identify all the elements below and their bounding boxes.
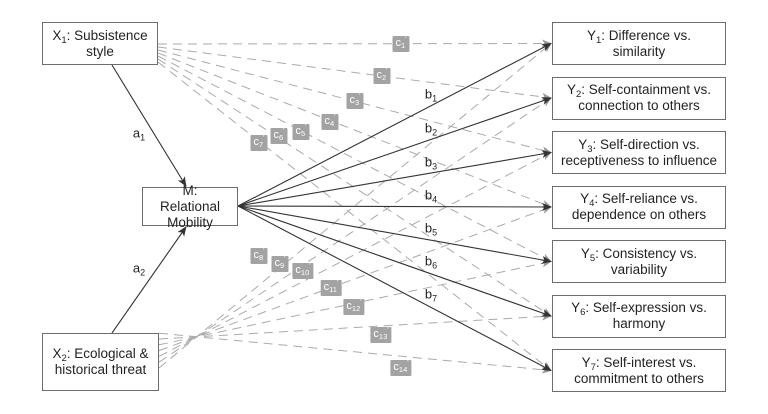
- direct-path-line-c6: [157, 58, 552, 317]
- outcome-box-y7: Y7: Self-interest vs. commitment to othe…: [552, 349, 726, 392]
- var-symbol: X: [52, 346, 62, 361]
- direct-path-line-c1: [157, 39, 552, 48]
- predictor-label: Ecological & historical threat: [54, 346, 149, 377]
- direct-path-coefficient-c4: c4': [321, 114, 339, 130]
- var-symbol: Y: [581, 354, 591, 370]
- outcome-box-y4: Y4: Self-reliance vs. dependence on othe…: [552, 185, 726, 229]
- direct-path-line-c13: [158, 312, 552, 340]
- direct-path-coefficient-c1: c1': [392, 36, 410, 52]
- direct-path-coefficient-c8: c8': [250, 248, 268, 264]
- outcome-label: : Self-containment vs. connection to oth…: [578, 82, 712, 113]
- var-subscript: 4: [589, 198, 595, 209]
- outcome-box-y3: Y3: Self-direction vs. receptiveness to …: [552, 131, 726, 174]
- b-path-line-5: [237, 205, 552, 264]
- direct-path-line-c10: [158, 152, 552, 357]
- var-symbol: Y: [566, 82, 576, 97]
- outcome-label: : Self-direction vs. receptiveness to in…: [560, 136, 718, 168]
- b-path-line-6: [237, 205, 552, 317]
- a-path-line-1: [111, 64, 187, 187]
- direct-path-line-c14: [158, 332, 552, 374]
- direct-path-coefficient-c2: c2': [373, 68, 391, 84]
- outcome-box-y6: Y6: Self-expression vs. harmony: [552, 294, 726, 338]
- b-path-line-4: [237, 202, 552, 211]
- direct-path-line-c4: [157, 52, 552, 208]
- var-symbol: Y: [586, 27, 596, 43]
- predictor-label: Subsistence style: [74, 27, 148, 59]
- direct-path-line-c8: [158, 42, 552, 369]
- outcome-box-y1: Y1: Difference vs. similarity: [552, 22, 726, 65]
- direct-path-coefficient-c13: c13': [370, 327, 392, 343]
- var-subscript: 1: [595, 34, 602, 46]
- b-path-coefficient-2: b2: [424, 120, 438, 138]
- var-symbol: Y: [580, 191, 590, 206]
- b-path-coefficient-3: b3: [424, 154, 438, 172]
- direct-path-line-c7: [157, 61, 552, 372]
- direct-path-line-c2: [157, 46, 552, 101]
- outcome-box-y2: Y2: Self-containment vs. connection to o…: [552, 76, 726, 120]
- var-subscript: 3: [587, 143, 593, 155]
- direct-path-line-c5: [157, 55, 552, 262]
- b-path-line-7: [237, 205, 552, 371]
- direct-path-coefficient-c6: c6': [270, 128, 288, 144]
- mediator-label: M: Relational Mobility: [159, 182, 221, 230]
- direct-path-coefficient-c14: c14': [390, 360, 412, 376]
- direct-path-coefficient-c3: c3': [346, 93, 364, 109]
- b-path-line-2: [237, 97, 552, 207]
- direct-path-coefficient-c12: c12': [343, 299, 365, 315]
- b-path-coefficient-1: b1: [424, 86, 438, 104]
- outcome-label: : Self-reliance vs. dependence on others: [571, 191, 707, 222]
- a-path-line-2: [111, 226, 187, 334]
- b-path-coefficient-4: b4: [424, 187, 438, 205]
- b-path-coefficient-7: b7: [424, 286, 438, 304]
- direct-path-coefficient-c5: c5': [292, 124, 310, 140]
- var-symbol: Y: [578, 136, 588, 152]
- outcome-label: : Self-interest vs. commitment to others: [574, 354, 704, 386]
- outcome-label: : Difference vs. similarity: [601, 27, 692, 59]
- direct-path-line-c11: [158, 206, 552, 352]
- var-subscript: 2: [61, 353, 67, 364]
- var-subscript: 5: [589, 252, 596, 264]
- var-subscript: 2: [575, 89, 582, 100]
- direct-path-line-c9: [158, 97, 552, 363]
- mediator-box: M: Relational Mobility: [142, 183, 238, 230]
- direct-path-coefficient-c11: c11': [320, 280, 342, 296]
- direct-path-coefficient-c9: c9': [271, 256, 289, 272]
- b-path-line-3: [237, 150, 552, 207]
- b-path-line-1: [237, 43, 552, 207]
- var-symbol: Y: [580, 245, 590, 261]
- predictor-box-x2: X2: Ecological & historical threat: [42, 333, 159, 391]
- var-symbol: Y: [571, 300, 581, 315]
- outcome-box-y5: Y5: Consistency vs. variability: [552, 240, 726, 283]
- var-subscript: 1: [61, 34, 67, 46]
- var-subscript: 6: [580, 307, 586, 318]
- outcome-label: : Consistency vs. variability: [595, 245, 698, 277]
- b-path-coefficient-5: b5: [424, 220, 438, 238]
- direct-path-coefficient-c10: c10': [292, 263, 314, 279]
- a-path-coefficient-1: a1: [132, 125, 146, 143]
- outcome-label: : Self-expression vs. harmony: [585, 300, 707, 331]
- var-symbol: X: [52, 27, 62, 43]
- var-subscript: 7: [590, 361, 596, 373]
- direct-path-coefficient-c7: c7': [250, 135, 268, 151]
- predictor-box-x1: X1: Subsistence style: [42, 22, 158, 65]
- a-path-coefficient-2: a2: [132, 260, 146, 278]
- b-path-coefficient-6: b6: [424, 253, 438, 271]
